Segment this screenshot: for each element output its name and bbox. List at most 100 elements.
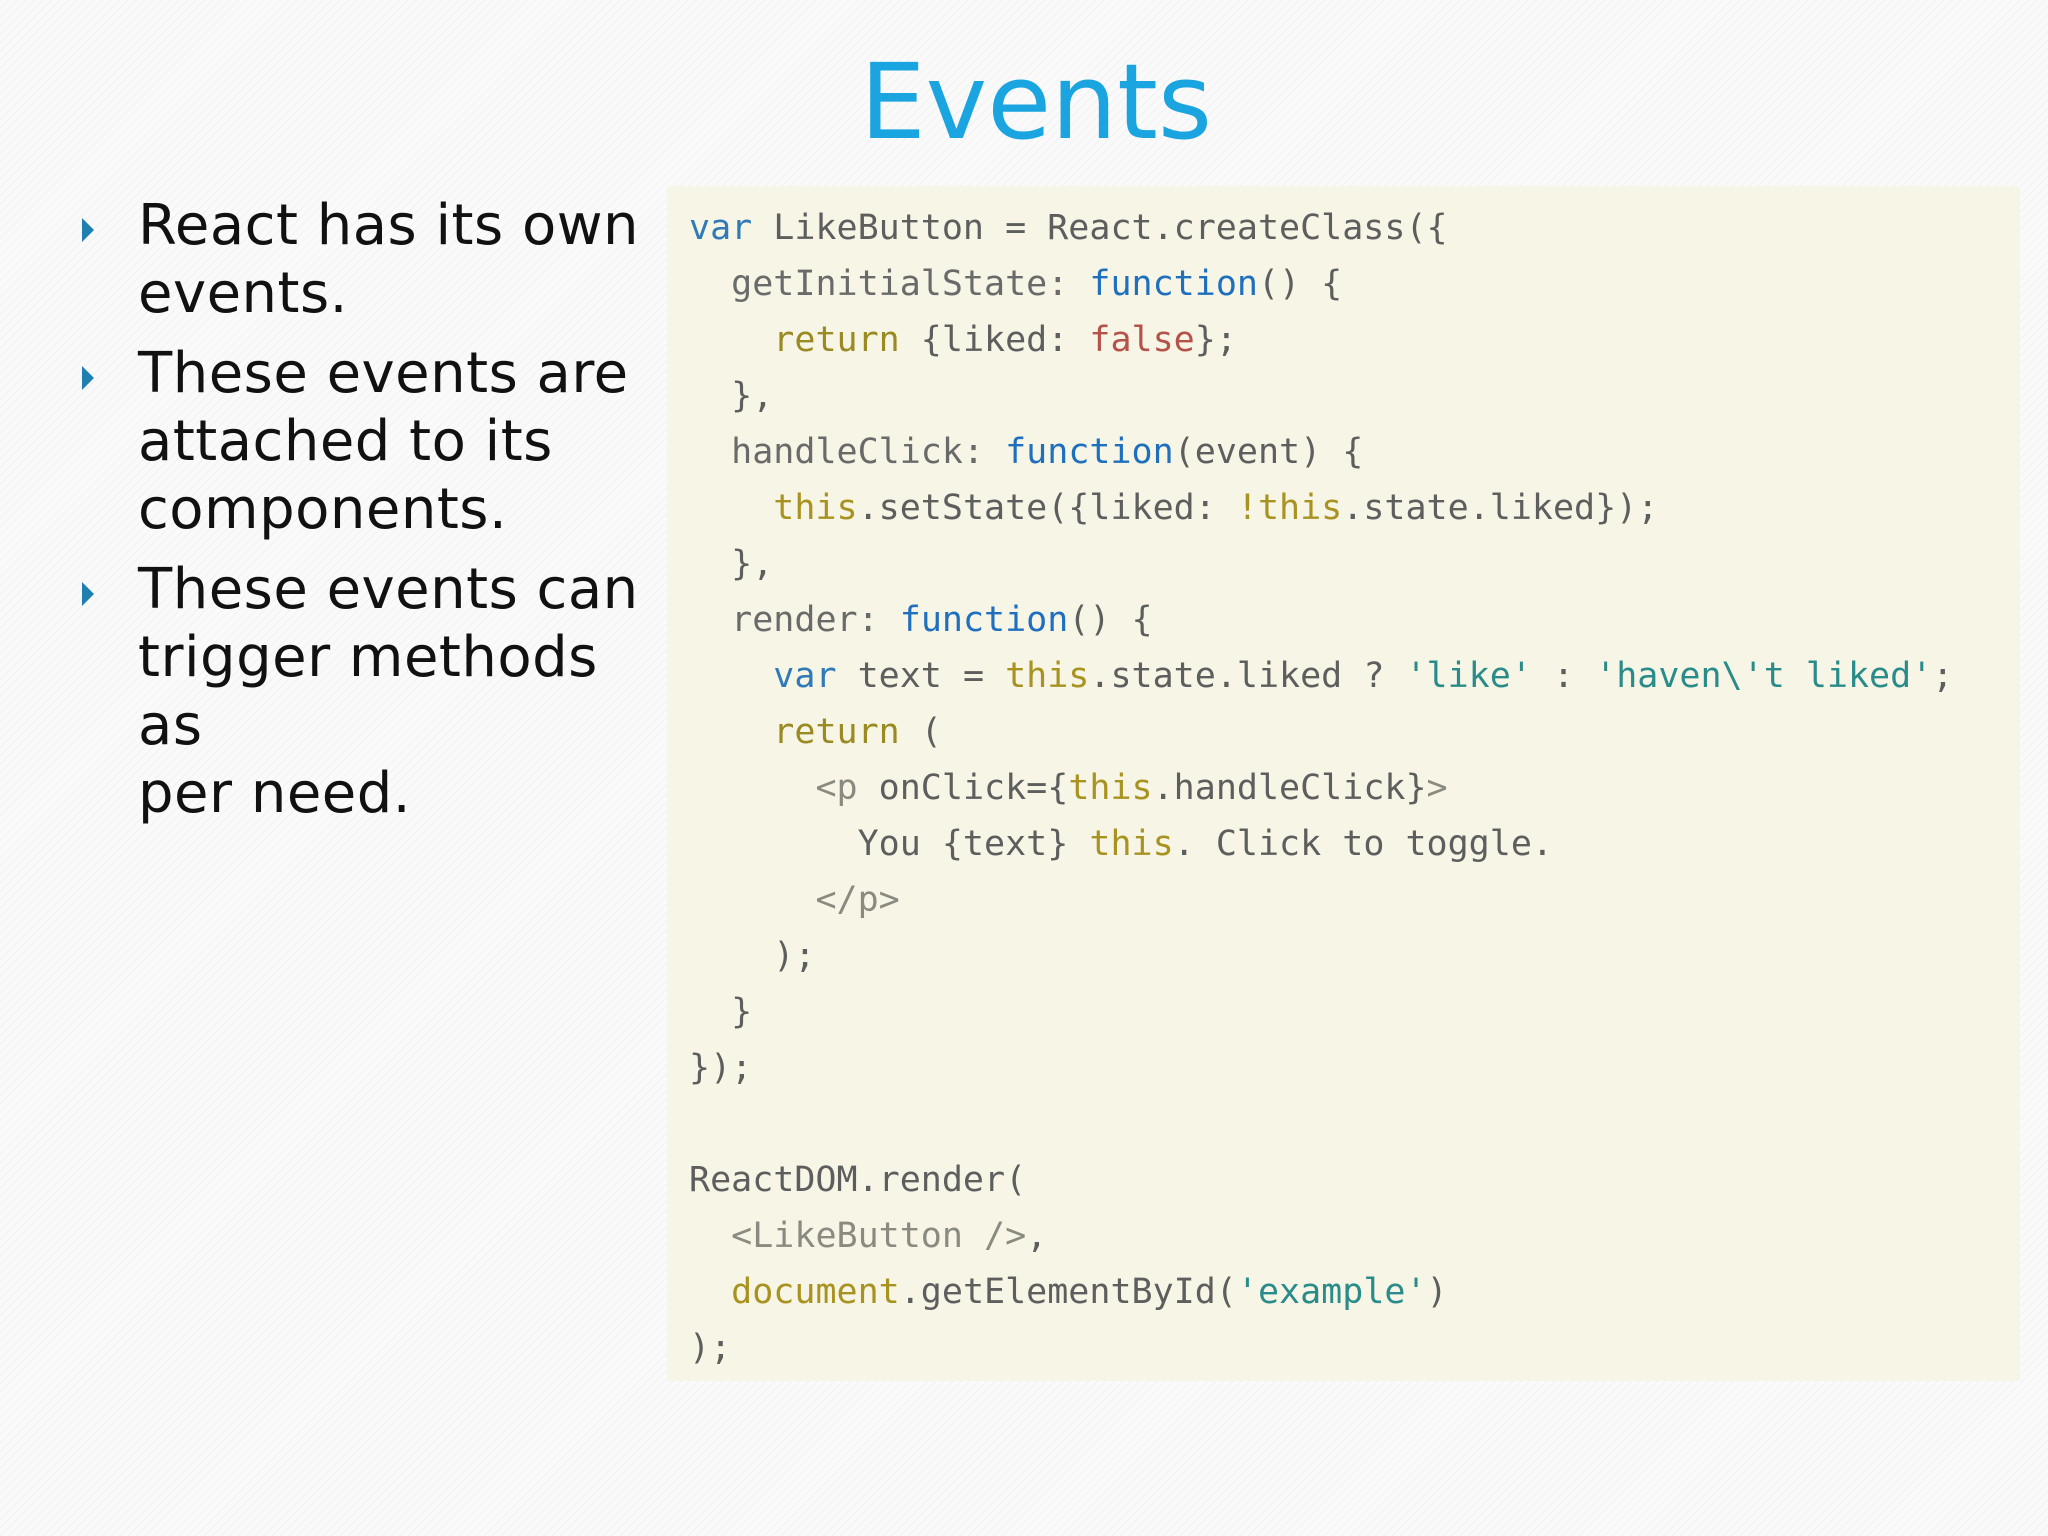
code-line: return ( bbox=[689, 704, 2020, 760]
code-token bbox=[689, 320, 773, 360]
code-token: text = bbox=[836, 656, 1006, 696]
code-token: 'haven\'t liked' bbox=[1595, 656, 1933, 696]
code-token: You {text} bbox=[689, 824, 1090, 864]
code-token: onClick={ bbox=[857, 768, 1069, 808]
code-token: }, bbox=[689, 376, 774, 416]
code-token: ( bbox=[899, 712, 942, 752]
code-token: function bbox=[1005, 432, 1174, 472]
bullet-text-line: These events can bbox=[138, 557, 639, 622]
code-line: var text = this.state.liked ? 'like' : '… bbox=[689, 648, 2020, 704]
code-token: .getElementById( bbox=[899, 1272, 1237, 1312]
code-line: }); bbox=[689, 1040, 2020, 1096]
bullet-text-line: React has its own bbox=[138, 193, 640, 258]
bullet-text-line: trigger methods as bbox=[138, 625, 598, 758]
code-token bbox=[689, 880, 815, 920]
bullet-arrow-icon bbox=[82, 366, 94, 390]
code-token: var bbox=[773, 656, 837, 696]
code-line: render: function() { bbox=[689, 592, 2020, 648]
bullet-text-line: These events are bbox=[138, 341, 629, 406]
code-token: }, bbox=[689, 544, 774, 584]
code-token: () { bbox=[1068, 600, 1153, 640]
code-line: getInitialState: function() { bbox=[689, 256, 2020, 312]
code-line: </p> bbox=[689, 872, 2020, 928]
code-token: } bbox=[689, 992, 753, 1032]
code-line: ); bbox=[689, 1320, 2020, 1376]
code-token: LikeButton = React.createClass({ bbox=[752, 208, 1448, 248]
code-token: {liked: bbox=[899, 320, 1090, 360]
code-token bbox=[984, 432, 1005, 472]
code-line: <LikeButton />, bbox=[689, 1208, 2020, 1264]
code-token: return bbox=[773, 712, 900, 752]
code-token: . Click to toggle. bbox=[1173, 824, 1553, 864]
code-token bbox=[689, 264, 731, 304]
code-token: !this bbox=[1236, 488, 1343, 528]
code-line: return {liked: false}; bbox=[689, 312, 2020, 368]
code-line: } bbox=[689, 984, 2020, 1040]
code-token bbox=[689, 432, 731, 472]
code-token bbox=[1068, 264, 1089, 304]
code-line: handleClick: function(event) { bbox=[689, 424, 2020, 480]
code-token: handleClick: bbox=[731, 432, 985, 472]
code-block: var LikeButton = React.createClass({ get… bbox=[667, 186, 2020, 1381]
code-token: this bbox=[773, 488, 858, 528]
code-token: function bbox=[899, 600, 1069, 640]
code-line: ); bbox=[689, 928, 2020, 984]
code-token: render: bbox=[731, 600, 879, 640]
code-token: () { bbox=[1257, 264, 1343, 304]
code-token: .setState({liked: bbox=[857, 488, 1237, 528]
code-line: }, bbox=[689, 368, 2020, 424]
code-token: ); bbox=[689, 1328, 732, 1368]
code-line bbox=[689, 1096, 2020, 1152]
code-token bbox=[879, 600, 900, 640]
code-token bbox=[689, 1272, 731, 1312]
code-token: </p> bbox=[815, 880, 900, 920]
code-line: You {text} this. Click to toggle. bbox=[689, 816, 2020, 872]
code-token: this bbox=[1068, 768, 1153, 808]
code-token: ) bbox=[1426, 1272, 1448, 1312]
bullet-arrow-icon bbox=[82, 218, 94, 242]
code-token: }; bbox=[1194, 320, 1237, 360]
bullet-text-line: components. bbox=[138, 477, 508, 542]
code-line: }, bbox=[689, 536, 2020, 592]
slide-title: Events bbox=[859, 41, 1213, 163]
code-token: > bbox=[1426, 768, 1448, 808]
code-token: ; bbox=[1932, 656, 1954, 696]
code-token bbox=[689, 600, 731, 640]
code-token: function bbox=[1089, 264, 1258, 304]
code-token: 'example' bbox=[1236, 1272, 1427, 1312]
code-line: ReactDOM.render( bbox=[689, 1152, 2020, 1208]
code-token bbox=[689, 768, 815, 808]
code-token: return bbox=[773, 320, 900, 360]
code-token: : bbox=[1531, 656, 1596, 696]
code-token: false bbox=[1089, 320, 1195, 360]
bullet-arrow-icon bbox=[82, 582, 94, 606]
bullet-text-line: per need. bbox=[138, 761, 412, 826]
code-line: var LikeButton = React.createClass({ bbox=[689, 200, 2020, 256]
code-token: , bbox=[1026, 1216, 1048, 1256]
code-token: .state.liked ? bbox=[1089, 656, 1406, 696]
code-token: <LikeButton /> bbox=[731, 1216, 1027, 1256]
code-line: document.getElementById('example') bbox=[689, 1264, 2020, 1320]
code-token: }); bbox=[689, 1048, 753, 1088]
code-token: var bbox=[689, 208, 753, 248]
code-token: this bbox=[1089, 824, 1174, 864]
code-token bbox=[689, 488, 773, 528]
code-token: (event) { bbox=[1173, 432, 1364, 472]
code-line: this.setState({liked: !this.state.liked}… bbox=[689, 480, 2020, 536]
bullet-text-line: attached to its bbox=[138, 409, 553, 474]
code-token bbox=[689, 656, 773, 696]
code-line: <p onClick={this.handleClick}> bbox=[689, 760, 2020, 816]
code-token: getInitialState: bbox=[731, 264, 1069, 304]
code-token: 'like' bbox=[1405, 656, 1532, 696]
bullet-text-line: events. bbox=[138, 261, 348, 326]
code-token: .handleClick} bbox=[1152, 768, 1427, 808]
code-token: .state.liked}); bbox=[1342, 488, 1659, 528]
code-token: ReactDOM.render( bbox=[689, 1160, 1027, 1200]
code-token: document bbox=[731, 1272, 900, 1312]
code-token: ); bbox=[689, 936, 816, 976]
code-token bbox=[689, 712, 773, 752]
